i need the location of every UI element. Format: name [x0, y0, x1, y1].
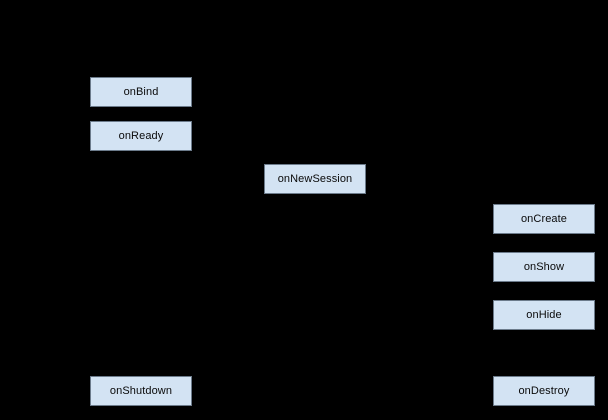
lifecycle-node-on-show[interactable]: onShow — [493, 252, 595, 282]
lifecycle-node-label: onCreate — [520, 212, 568, 225]
lifecycle-node-on-destroy[interactable]: onDestroy — [493, 376, 595, 406]
lifecycle-node-label: onDestroy — [518, 384, 570, 397]
lifecycle-node-label: onHide — [526, 308, 562, 321]
lifecycle-node-label: onShutdown — [109, 384, 173, 397]
lifecycle-node-label: onNewSession — [277, 172, 353, 185]
lifecycle-node-on-new-session[interactable]: onNewSession — [264, 164, 366, 194]
lifecycle-node-on-hide[interactable]: onHide — [493, 300, 595, 330]
lifecycle-node-label: onBind — [123, 85, 159, 98]
lifecycle-node-on-ready[interactable]: onReady — [90, 121, 192, 151]
lifecycle-node-label: onReady — [118, 129, 164, 142]
lifecycle-node-on-create[interactable]: onCreate — [493, 204, 595, 234]
lifecycle-node-on-shutdown[interactable]: onShutdown — [90, 376, 192, 406]
lifecycle-node-label: onShow — [523, 260, 565, 273]
lifecycle-node-on-bind[interactable]: onBind — [90, 77, 192, 107]
